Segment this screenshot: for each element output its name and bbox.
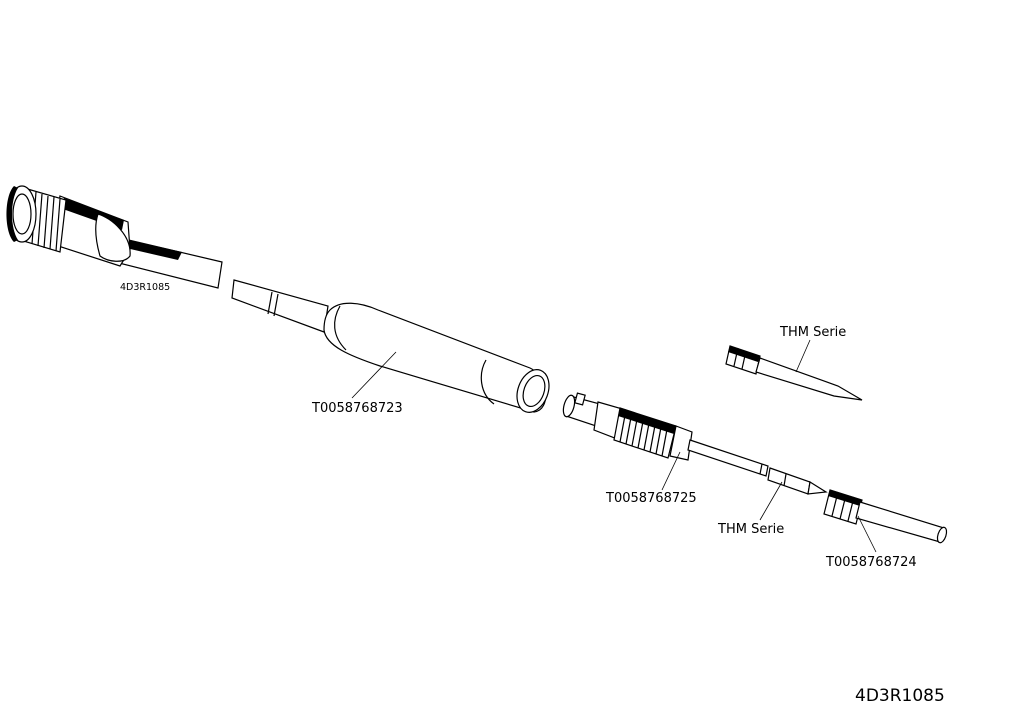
label-thm-tip: THM Serie [779,325,846,340]
handle [323,302,550,413]
label-handle: T0058768723 [311,401,403,416]
connector-plug [6,185,223,289]
leader-xnt [759,481,783,521]
label-heater: T0058768725 [605,491,697,506]
tip-tube [823,489,948,544]
thm-tip [725,345,863,401]
leader-tip-tube [857,515,877,553]
leader-handle [351,351,397,399]
heater-element [562,392,769,477]
drawing-id: 4D3R1085 [855,686,945,706]
xnt-tip [767,467,828,495]
cable-segment [231,279,329,333]
label-xnt-tip: THM Serie [717,522,784,537]
label-connector: 4D3R1085 [120,282,170,293]
leader-heater [661,451,681,491]
label-tip-tube: T0058768724 [825,555,917,570]
leader-thm [795,339,811,373]
